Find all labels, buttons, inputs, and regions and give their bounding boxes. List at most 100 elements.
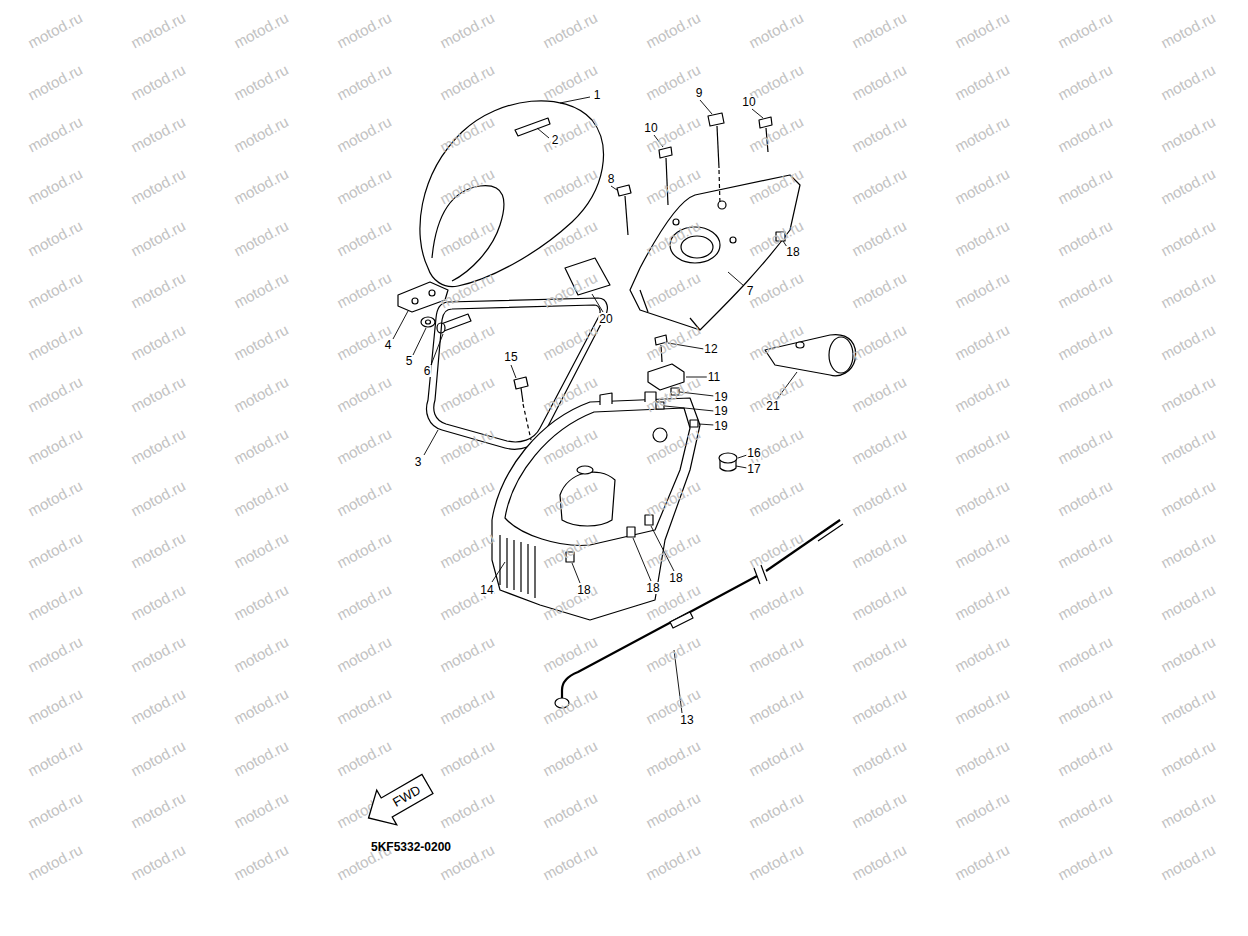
watermark: motod.ru: [334, 269, 393, 310]
callout-number: 5: [405, 355, 414, 367]
watermark: motod.ru: [746, 737, 805, 778]
watermark: motod.ru: [231, 113, 290, 154]
watermark: motod.ru: [334, 9, 393, 50]
callout-number: 9: [695, 87, 704, 99]
callout-number: 10: [643, 122, 658, 134]
watermark: motod.ru: [437, 217, 496, 258]
watermark: motod.ru: [25, 269, 84, 310]
watermark: motod.ru: [643, 477, 702, 518]
watermark: motod.ru: [231, 529, 290, 570]
watermark: motod.ru: [1055, 529, 1114, 570]
watermark: motod.ru: [952, 737, 1011, 778]
watermark: motod.ru: [849, 217, 908, 258]
watermark: motod.ru: [231, 477, 290, 518]
watermark: motod.ru: [540, 685, 599, 726]
watermark: motod.ru: [334, 113, 393, 154]
watermark: motod.ru: [849, 477, 908, 518]
watermark: motod.ru: [231, 841, 290, 882]
watermark: motod.ru: [1158, 217, 1217, 258]
watermark: motod.ru: [334, 217, 393, 258]
watermark: motod.ru: [25, 165, 84, 206]
watermark: motod.ru: [128, 581, 187, 622]
callout-number: 18: [785, 246, 800, 258]
callout-number: 18: [668, 572, 683, 584]
watermark: motod.ru: [25, 425, 84, 466]
watermark: motod.ru: [540, 321, 599, 362]
callout-number: 19: [713, 420, 728, 432]
watermark: motod.ru: [746, 425, 805, 466]
watermark: motod.ru: [540, 165, 599, 206]
watermark: motod.ru: [128, 61, 187, 102]
watermark: motod.ru: [1055, 373, 1114, 414]
watermark: motod.ru: [1158, 581, 1217, 622]
watermark: motod.ru: [643, 841, 702, 882]
watermark: motod.ru: [334, 477, 393, 518]
watermark: motod.ru: [540, 633, 599, 674]
watermark: motod.ru: [25, 321, 84, 362]
watermark: motod.ru: [334, 61, 393, 102]
callout-number: 18: [645, 582, 660, 594]
watermark: motod.ru: [1158, 165, 1217, 206]
watermark: motod.ru: [643, 789, 702, 830]
watermark: motod.ru: [437, 477, 496, 518]
watermark: motod.ru: [1158, 373, 1217, 414]
watermark: motod.ru: [952, 685, 1011, 726]
watermark: motod.ru: [540, 425, 599, 466]
watermark: motod.ru: [128, 633, 187, 674]
watermark: motod.ru: [334, 425, 393, 466]
watermark: motod.ru: [231, 321, 290, 362]
watermark: motod.ru: [1055, 477, 1114, 518]
watermark: motod.ru: [952, 165, 1011, 206]
watermark: motod.ru: [25, 373, 84, 414]
watermark: motod.ru: [437, 321, 496, 362]
watermark: motod.ru: [25, 633, 84, 674]
watermark: motod.ru: [540, 789, 599, 830]
watermark: motod.ru: [746, 165, 805, 206]
callout-number: 14: [479, 584, 494, 596]
watermark: motod.ru: [334, 529, 393, 570]
callout-number: 17: [746, 463, 761, 475]
watermark: motod.ru: [1055, 269, 1114, 310]
watermark: motod.ru: [1158, 529, 1217, 570]
callout-number: 15: [503, 351, 518, 363]
watermark: motod.ru: [952, 789, 1011, 830]
watermark: motod.ru: [849, 165, 908, 206]
watermark: motod.ru: [1055, 685, 1114, 726]
watermark: motod.ru: [1055, 789, 1114, 830]
watermark: motod.ru: [849, 841, 908, 882]
watermark: motod.ru: [643, 165, 702, 206]
watermark: motod.ru: [128, 425, 187, 466]
watermark: motod.ru: [643, 529, 702, 570]
watermark: motod.ru: [25, 685, 84, 726]
part-code: 5KF5332-0200: [371, 841, 451, 853]
watermark: motod.ru: [334, 737, 393, 778]
watermark: motod.ru: [1158, 737, 1217, 778]
watermark: motod.ru: [231, 373, 290, 414]
watermark: motod.ru: [25, 113, 84, 154]
watermark: motod.ru: [437, 269, 496, 310]
watermark: motod.ru: [746, 685, 805, 726]
callout-number: 1: [593, 89, 602, 101]
watermark: motod.ru: [334, 373, 393, 414]
watermark: motod.ru: [849, 737, 908, 778]
watermark: motod.ru: [643, 425, 702, 466]
watermark: motod.ru: [643, 9, 702, 50]
watermark: motod.ru: [25, 789, 84, 830]
watermark: motod.ru: [231, 789, 290, 830]
watermark: motod.ru: [849, 529, 908, 570]
watermark: motod.ru: [540, 113, 599, 154]
watermark: motod.ru: [746, 9, 805, 50]
watermark: motod.ru: [643, 113, 702, 154]
watermark: motod.ru: [952, 425, 1011, 466]
watermark: motod.ru: [1158, 841, 1217, 882]
watermark: motod.ru: [746, 529, 805, 570]
watermark: motod.ru: [231, 737, 290, 778]
watermark: motod.ru: [746, 633, 805, 674]
watermark: motod.ru: [231, 581, 290, 622]
watermark: motod.ru: [25, 737, 84, 778]
watermark: motod.ru: [952, 373, 1011, 414]
watermark: motod.ru: [849, 269, 908, 310]
watermark: motod.ru: [128, 373, 187, 414]
watermark: motod.ru: [437, 737, 496, 778]
